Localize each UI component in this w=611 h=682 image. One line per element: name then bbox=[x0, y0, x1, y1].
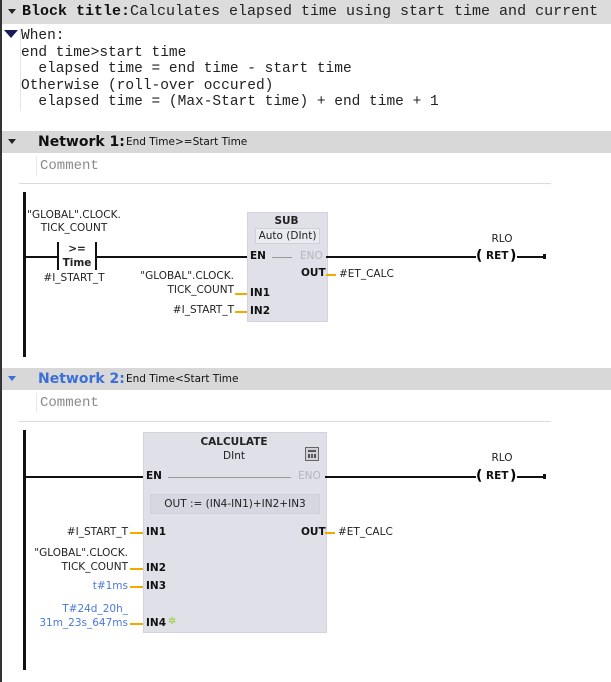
divider bbox=[19, 421, 551, 422]
comment-line: elapsed time = (Max-Start time) + end ti… bbox=[21, 94, 439, 110]
network-2-comment-placeholder: Comment bbox=[40, 395, 99, 411]
calculate-box-name: CALCULATE bbox=[200, 436, 268, 448]
wire bbox=[325, 476, 476, 478]
coil-2-label[interactable]: RET bbox=[486, 470, 509, 482]
coil-1-operand[interactable]: RLO bbox=[491, 233, 513, 245]
pin-connector bbox=[235, 293, 247, 295]
collapse-triangle-icon[interactable] bbox=[8, 9, 16, 14]
network-1-title[interactable]: End Time>=Start Time bbox=[126, 136, 248, 148]
contact-operand-bottom[interactable]: #I_START_T bbox=[43, 272, 105, 284]
network-2-title[interactable]: End Time<Start Time bbox=[126, 373, 239, 385]
calculate-in4-pin: IN4 bbox=[146, 617, 167, 629]
network-2-comment[interactable]: Comment bbox=[36, 393, 552, 413]
network-2-header[interactable]: Network 2: End Time<Start Time bbox=[2, 368, 611, 390]
sub-in2-operand[interactable]: #I_START_T bbox=[172, 304, 234, 316]
network-2-collapse-icon[interactable] bbox=[8, 376, 16, 381]
sub-out-pin: OUT bbox=[301, 267, 326, 279]
pin-connector bbox=[130, 568, 143, 570]
calculate-box[interactable] bbox=[143, 432, 327, 633]
contact-operator[interactable]: >= bbox=[68, 243, 86, 255]
calculate-out-pin: OUT bbox=[301, 526, 326, 538]
calculate-in4-operand-1[interactable]: T#24d_20h_ bbox=[62, 603, 128, 615]
wire bbox=[517, 256, 544, 258]
sub-in2-pin: IN2 bbox=[250, 305, 271, 317]
pin-connector bbox=[326, 274, 336, 276]
divider bbox=[19, 183, 551, 184]
calculate-box-type[interactable]: DInt bbox=[223, 450, 245, 462]
coil-left-paren: ( bbox=[476, 248, 483, 264]
network-1-collapse-icon[interactable] bbox=[8, 139, 16, 144]
contact-operand-top-2[interactable]: TICK_COUNT bbox=[40, 222, 108, 234]
calculate-in2-operand-1[interactable]: "GLOBAL".CLOCK. bbox=[34, 547, 128, 559]
pin-connector bbox=[325, 532, 335, 534]
network-1-comment-placeholder: Comment bbox=[40, 158, 99, 174]
calculate-expression[interactable]: OUT := (IN4-IN1)+IN2+IN3 bbox=[150, 494, 320, 514]
coil-right-paren: ) bbox=[510, 468, 517, 484]
power-rail bbox=[23, 430, 26, 670]
calculate-in2-operand-2[interactable]: TICK_COUNT bbox=[61, 561, 128, 573]
network-1-comment[interactable]: Comment bbox=[36, 156, 552, 176]
network-1-header[interactable]: Network 1: End Time>=Start Time bbox=[2, 131, 611, 153]
pin-connector bbox=[130, 586, 143, 588]
power-rail bbox=[23, 192, 26, 357]
calculate-in3-pin: IN3 bbox=[146, 580, 167, 592]
block-title-label: Block title: bbox=[22, 3, 131, 20]
wire bbox=[168, 477, 291, 478]
network-1-label: Network 1: bbox=[38, 134, 125, 150]
coil-left-paren: ( bbox=[476, 468, 483, 484]
wire-end bbox=[543, 254, 546, 259]
add-input-icon[interactable]: ✲ bbox=[168, 616, 177, 627]
calculate-in1-pin: IN1 bbox=[146, 526, 167, 538]
wire bbox=[24, 256, 57, 258]
coil-right-paren: ) bbox=[510, 248, 517, 264]
pin-connector bbox=[130, 623, 143, 625]
comment-line: elapsed time = end time - start time bbox=[21, 61, 352, 77]
contact-type[interactable]: Time bbox=[62, 257, 92, 269]
contact-left-bar bbox=[57, 242, 59, 270]
sub-in1-operand-1[interactable]: "GLOBAL".CLOCK. bbox=[140, 270, 234, 282]
contact-operand-top-1[interactable]: "GLOBAL".CLOCK. bbox=[27, 209, 121, 221]
block-title-bar[interactable]: Block title: Calculates elapsed time usi… bbox=[2, 0, 611, 24]
block-title-text[interactable]: Calculates elapsed time using start time… bbox=[130, 3, 599, 20]
comment-line: end time>start time bbox=[21, 44, 187, 61]
contact-right-bar bbox=[95, 242, 97, 270]
calculate-in2-pin: IN2 bbox=[146, 562, 167, 574]
sub-box-type[interactable]: Auto (DInt) bbox=[255, 228, 320, 244]
coil-2-operand[interactable]: RLO bbox=[491, 452, 513, 464]
block-comment[interactable]: When: end time>start time elapsed time =… bbox=[20, 28, 541, 111]
calculate-eno-pin: ENO bbox=[298, 470, 321, 482]
sub-en-pin: EN bbox=[250, 250, 266, 262]
comment-line: Otherwise (roll-over occured) bbox=[21, 77, 274, 94]
wire bbox=[517, 476, 544, 478]
comment-line: When: bbox=[21, 28, 65, 44]
sub-in1-operand-2[interactable]: TICK_COUNT bbox=[167, 284, 234, 296]
wire bbox=[24, 476, 144, 478]
comment-collapse-icon[interactable] bbox=[4, 30, 18, 38]
sub-eno-pin: ENO bbox=[300, 250, 323, 262]
calculate-en-pin: EN bbox=[146, 470, 162, 482]
wire bbox=[326, 256, 476, 258]
calculate-in1-operand[interactable]: #I_START_T bbox=[66, 526, 128, 538]
pin-connector bbox=[130, 532, 143, 534]
calculator-icon[interactable] bbox=[305, 447, 319, 461]
calculate-in3-operand[interactable]: t#1ms bbox=[92, 580, 128, 592]
sub-box-name: SUB bbox=[274, 215, 299, 227]
coil-1-label[interactable]: RET bbox=[486, 250, 509, 262]
pin-connector bbox=[235, 311, 247, 313]
sub-out-operand[interactable]: #ET_CALC bbox=[339, 268, 394, 280]
wire-end bbox=[543, 474, 546, 479]
wire bbox=[97, 256, 247, 258]
network-2-label: Network 2: bbox=[38, 371, 125, 387]
calculate-in4-operand-2[interactable]: 31m_23s_647ms bbox=[39, 617, 128, 629]
wire bbox=[272, 257, 292, 258]
sub-in1-pin: IN1 bbox=[250, 287, 271, 299]
calculate-out-operand[interactable]: #ET_CALC bbox=[338, 526, 393, 538]
